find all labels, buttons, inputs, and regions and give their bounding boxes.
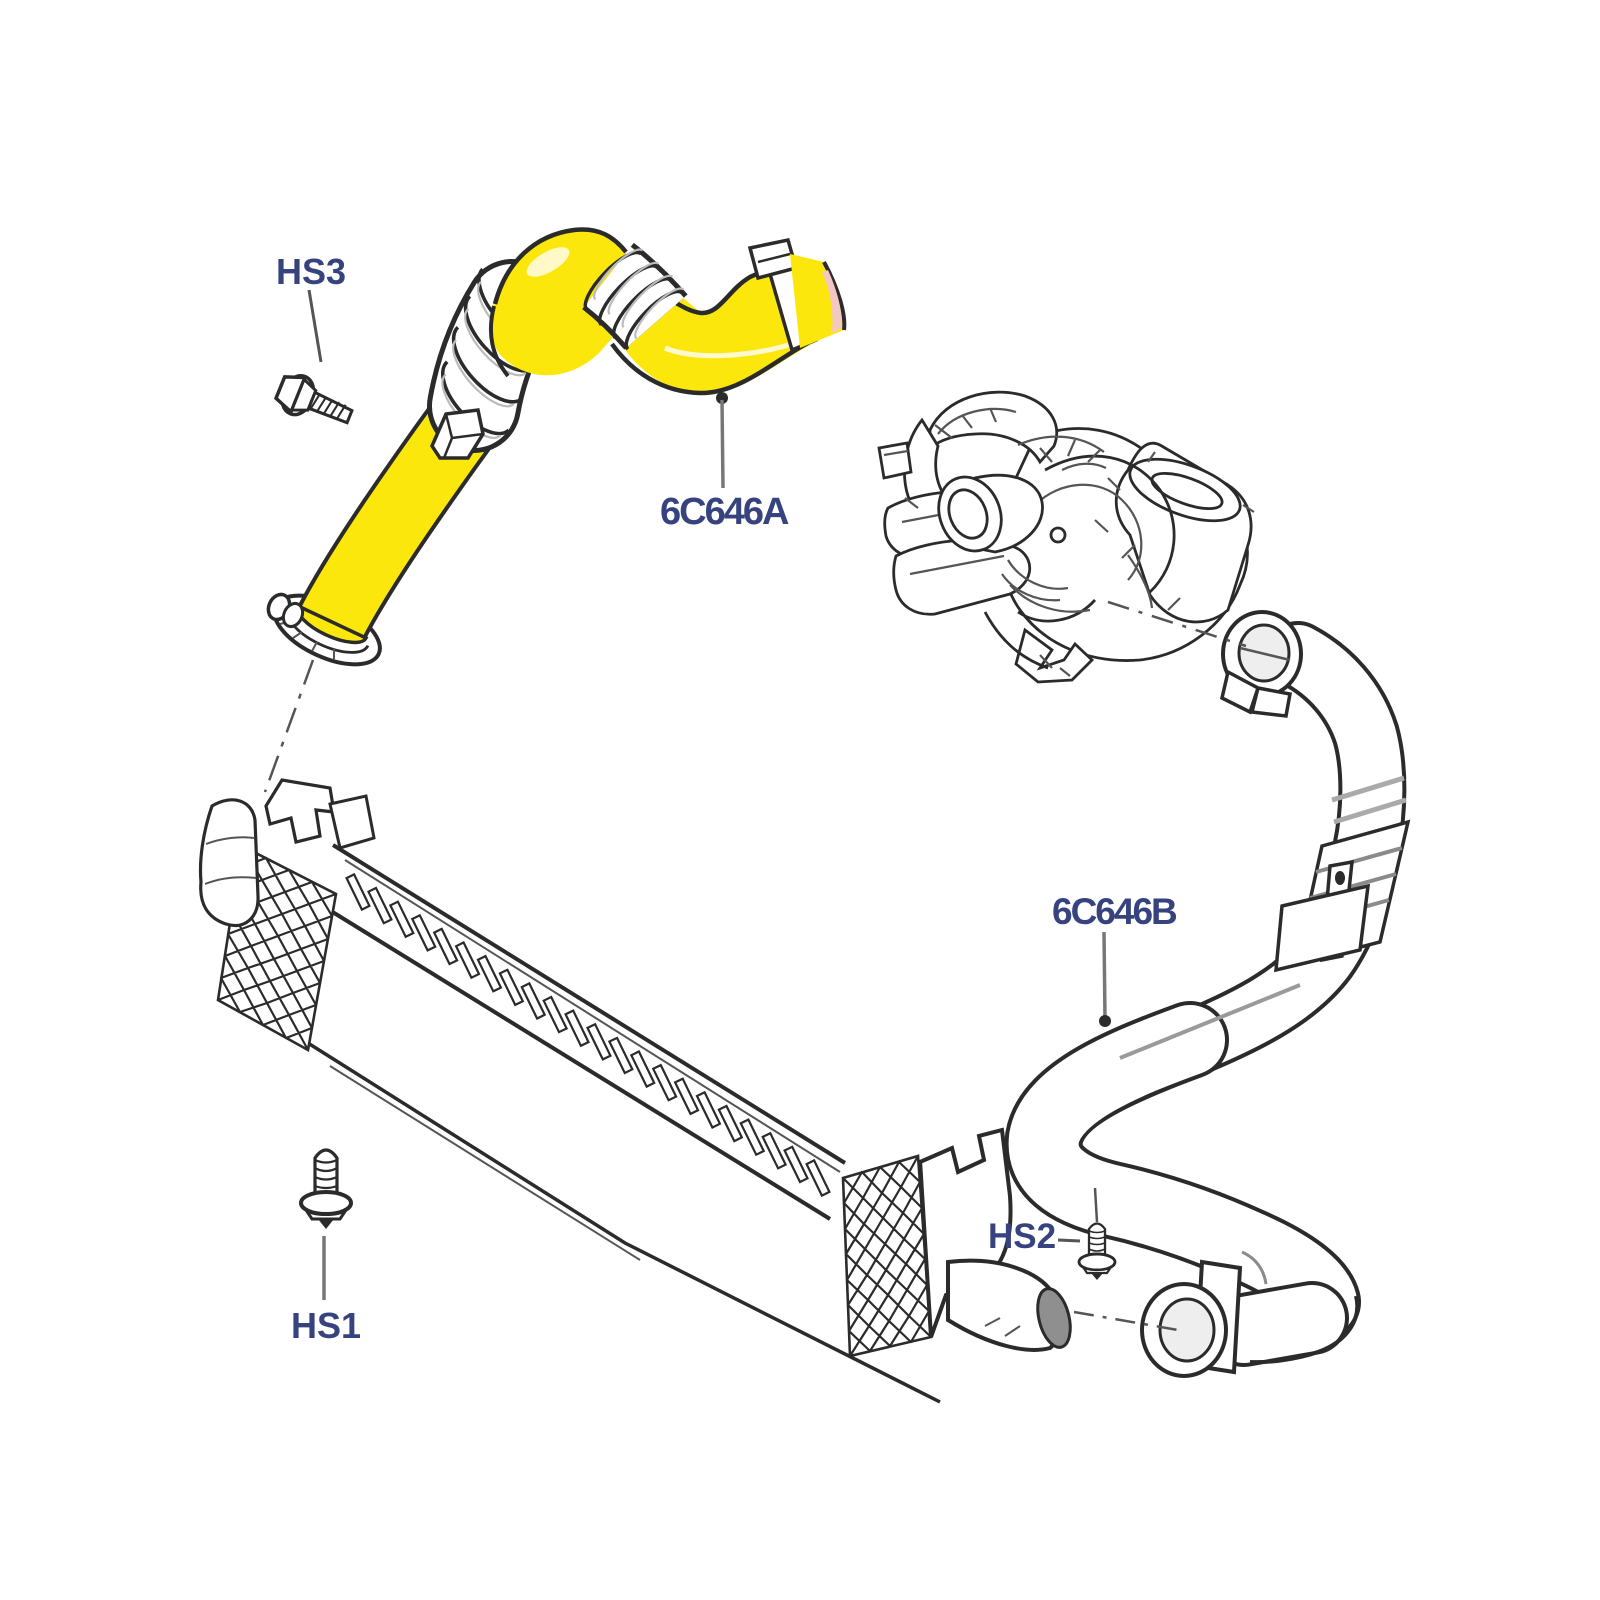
svg-text:6C646B: 6C646B [1052, 891, 1177, 932]
svg-text:6C646A: 6C646A [660, 491, 789, 533]
svg-text:HS2: HS2 [988, 1217, 1056, 1256]
svg-text:HS1: HS1 [291, 1305, 361, 1346]
svg-text:HS3: HS3 [276, 251, 346, 292]
